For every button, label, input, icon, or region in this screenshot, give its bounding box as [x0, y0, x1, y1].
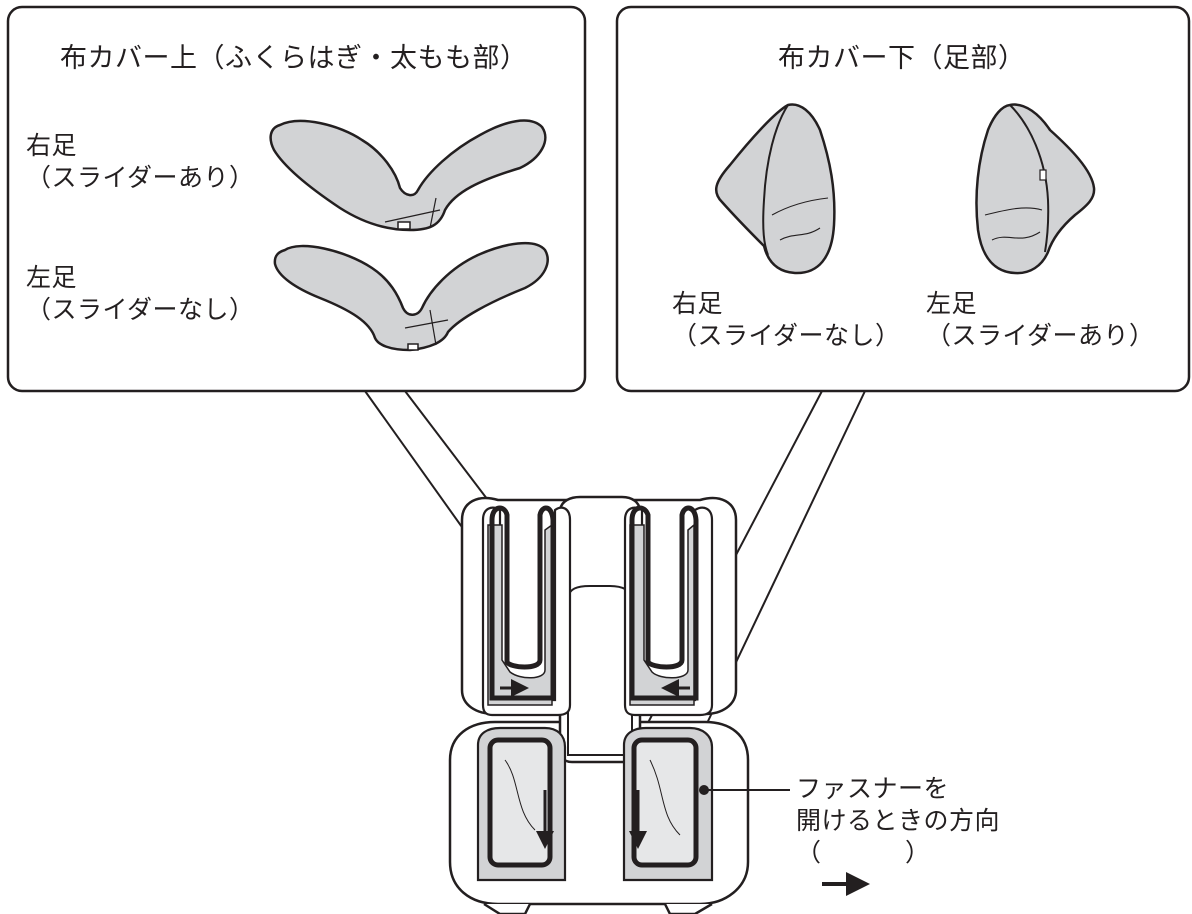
- calf-well-right: [623, 505, 714, 717]
- lower-panel-title: 布カバー下（足部）: [778, 43, 1026, 74]
- calf-well-left: [481, 505, 572, 717]
- foot-well-right: [622, 726, 714, 882]
- lower-left-label: 左足（スライダーあり）: [926, 289, 1155, 350]
- lower-cover-left-illustration: [975, 103, 1096, 275]
- zipper-leader-dot: [699, 785, 709, 795]
- zipper-direction-label: ファスナーを 開けるときの方向 （ ）: [796, 774, 1001, 867]
- upper-right-label: 右足（スライダーあり）: [26, 131, 255, 192]
- upper-left-label: 左足（スライダーなし）: [26, 263, 255, 324]
- upper-cover-left-illustration: [273, 241, 549, 352]
- lower-cover-right-illustration: [714, 103, 836, 275]
- lower-right-label: 右足（スライダーなし）: [672, 289, 901, 350]
- upper-panel-title: 布カバー上（ふくらはぎ・太もも部）: [60, 43, 528, 74]
- foot-well-left: [476, 726, 567, 882]
- lower-cover-panel: [615, 5, 1191, 393]
- upper-cover-right-illustration: [269, 119, 547, 232]
